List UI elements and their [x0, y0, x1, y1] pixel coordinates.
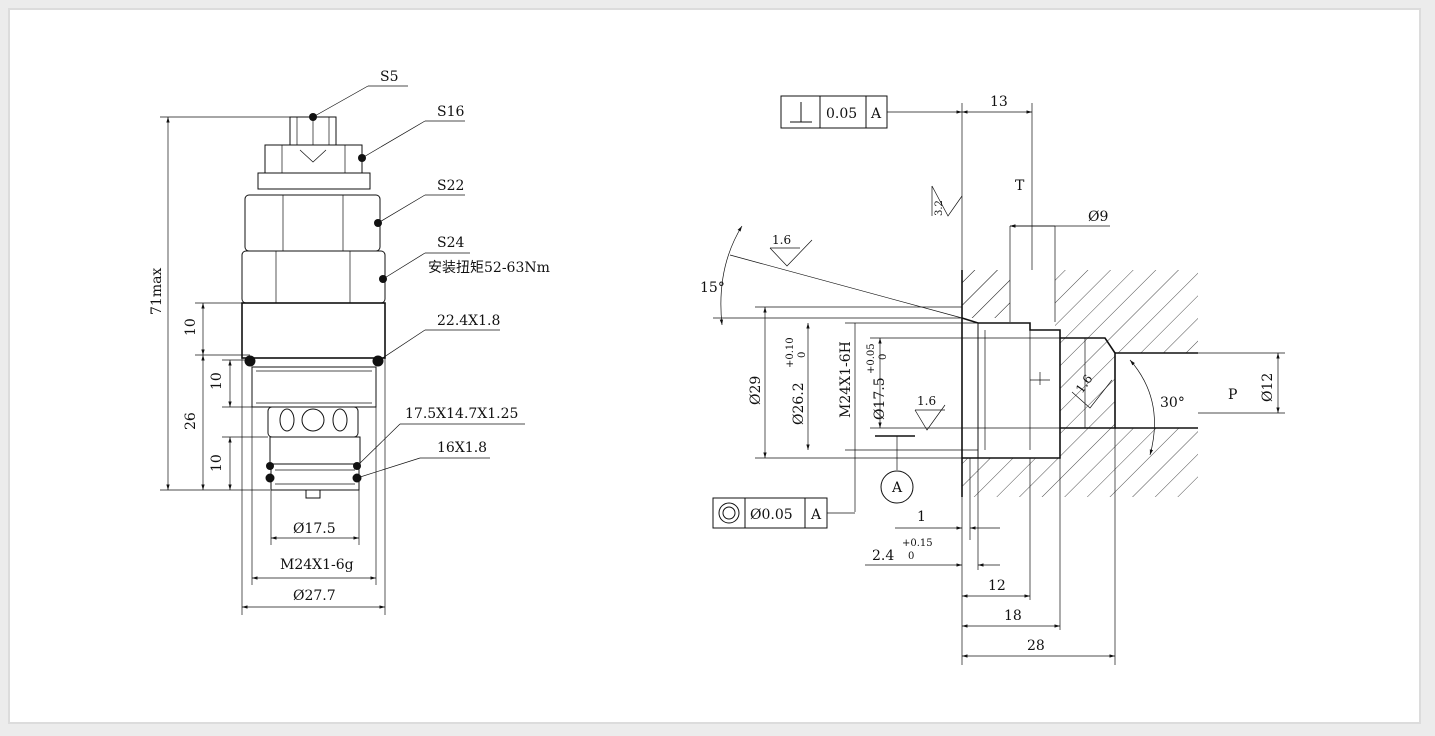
dim-10-bot: 10	[209, 454, 225, 472]
cartridge-view: S5 S16 S22 S24 安装扭矩52-63Nm 22.4X1.8 17.5…	[149, 69, 550, 615]
dim-dia-26-2: Ø26.2	[791, 382, 807, 425]
datum-a-label: A	[891, 480, 903, 496]
dim-12: 12	[988, 578, 1006, 594]
dim-dia-17-5-cavity: Ø17.5	[872, 377, 888, 420]
label-backup-ring: 17.5X14.7X1.25	[405, 406, 518, 422]
label-oring-bottom: 16X1.8	[437, 440, 487, 456]
label-s22: S22	[437, 178, 464, 194]
adjusting-screw	[289, 116, 337, 146]
label-torque: 安装扭矩52-63Nm	[428, 260, 550, 276]
dim-28: 28	[1027, 638, 1045, 654]
dim-dia-12: Ø12	[1260, 373, 1276, 402]
dim-dia-27-7: Ø27.7	[293, 588, 336, 604]
locknut-s16	[264, 144, 363, 174]
dim-thread-6g: M24X1-6g	[280, 557, 354, 573]
oring-dot-left	[244, 355, 256, 367]
lower-spool	[269, 436, 361, 465]
thread-section	[251, 366, 377, 408]
rough-1-6-a: 1.6	[772, 233, 791, 247]
datum-a-circle	[880, 470, 914, 504]
dim-dia-9: Ø9	[1088, 209, 1108, 225]
perpendicularity-frame	[780, 95, 962, 129]
nose	[270, 463, 360, 491]
concentricity-frame	[712, 497, 855, 529]
dim-13: 13	[990, 94, 1008, 110]
port-section	[267, 406, 359, 438]
dim-overall-height: 71max	[149, 268, 165, 315]
label-s5: S5	[380, 69, 399, 85]
port-p-label: P	[1228, 387, 1237, 403]
dim-2-4: 2.4	[872, 548, 894, 564]
dim-10-mid: 10	[209, 372, 225, 390]
rough-1-6-b: 1.6	[917, 394, 936, 408]
label-s16: S16	[437, 104, 464, 120]
body-collar	[241, 302, 386, 359]
tol-26-2-lower: 0	[797, 352, 808, 358]
washer	[257, 172, 371, 190]
tol-17-5-upper: +0.05	[866, 343, 877, 374]
drawing-frame	[8, 8, 1421, 724]
tol-2-4-upper: +0.15	[902, 538, 933, 549]
hex-s24	[241, 250, 386, 304]
concentricity-icon	[718, 502, 740, 524]
tol-17-5-lower: 0	[878, 354, 889, 360]
dim-18: 18	[1004, 608, 1022, 624]
dim-1: 1	[917, 509, 926, 525]
horizontal-dimensions	[241, 358, 386, 615]
tol-top-datum: A	[870, 106, 882, 122]
bottom-dimensions	[865, 428, 1116, 665]
dim-dia-29: Ø29	[748, 376, 764, 405]
dim-dia-17-5: Ø17.5	[293, 521, 336, 537]
backup-dot-left	[266, 462, 274, 470]
tip	[305, 489, 321, 499]
angle-15: 15°	[700, 280, 725, 296]
port-t-label: T	[1015, 178, 1025, 194]
hex-s22	[244, 194, 381, 252]
tol-bottom-datum: A	[810, 507, 822, 523]
dim-thread-6h: M24X1-6H	[838, 341, 854, 418]
leaders	[309, 85, 525, 479]
tol-2-4-lower: 0	[908, 551, 914, 562]
dim-26: 26	[183, 412, 199, 430]
dim-10-top: 10	[183, 318, 199, 336]
label-oring-top: 22.4X1.8	[437, 313, 500, 329]
oring-small-dot-left	[265, 473, 275, 483]
tol-bottom-value: Ø0.05	[750, 507, 793, 523]
angle-30: 30°	[1160, 395, 1185, 411]
label-s24: S24	[437, 235, 464, 251]
rough-3-2: 3.2	[934, 200, 945, 216]
perpendicularity-icon	[790, 102, 812, 123]
tol-26-2-upper: +0.10	[785, 337, 796, 368]
cavity-view: 0.05 A 13 T Ø9 3.2 1.6 15° Ø29	[700, 94, 1285, 665]
tol-top-value: 0.05	[826, 106, 857, 122]
